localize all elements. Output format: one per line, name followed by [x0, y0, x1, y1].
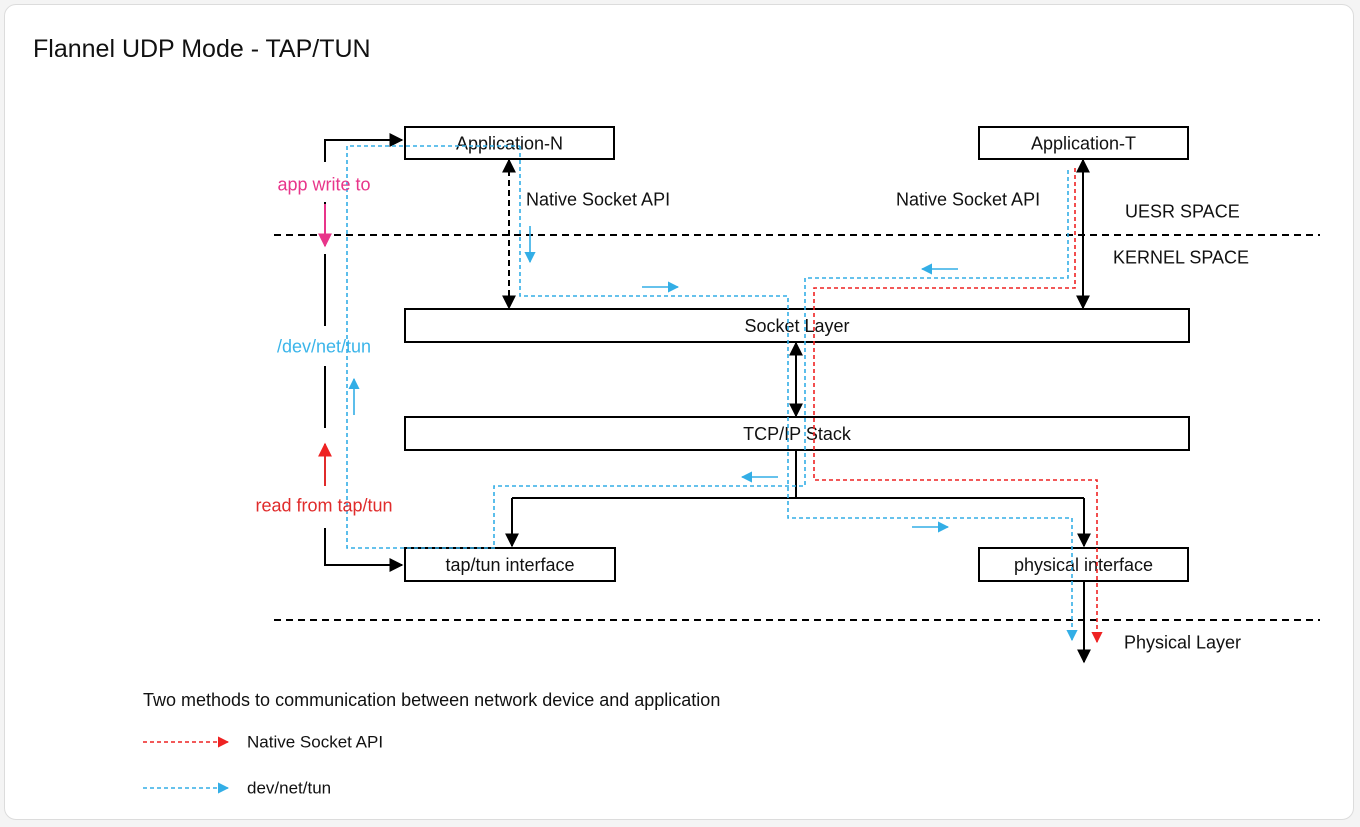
native-socket-api-left-label: Native Socket API — [526, 190, 670, 210]
physical-layer-label: Physical Layer — [1124, 633, 1241, 653]
user-space-label: UESR SPACE — [1125, 202, 1240, 222]
tun-path-app-n-down — [519, 146, 1078, 642]
dev-net-tun-label: /dev/net/tun — [277, 337, 371, 357]
native-socket-api-right-label: Native Socket API — [896, 190, 1040, 210]
user-loop-bottom — [324, 528, 404, 572]
kernel-space-label: KERNEL SPACE — [1113, 248, 1249, 268]
physical-interface-label: physical interface — [1014, 555, 1153, 575]
application-t-box: Application-T — [978, 126, 1189, 160]
page-title: Flannel UDP Mode - TAP/TUN — [33, 35, 371, 63]
tun-path-left-loop — [346, 145, 520, 549]
legend-dev-net-tun-label: dev/net/tun — [247, 779, 331, 798]
native-socket-path — [813, 168, 1103, 644]
tcpip-stack-label: TCP/IP Stack — [743, 424, 852, 444]
application-t-label: Application-T — [1031, 134, 1136, 154]
physical-interface-box: physical interface — [978, 547, 1189, 582]
legend-native-socket-label: Native Socket API — [247, 733, 383, 752]
socket-layer-label: Socket Layer — [744, 316, 849, 336]
tcpip-stack-box: TCP/IP Stack — [404, 416, 1190, 451]
tap-tun-interface-box: tap/tun interface — [404, 547, 616, 582]
legend-heading: Two methods to communication between net… — [143, 690, 720, 710]
tun-path-app-t-down — [493, 170, 1069, 548]
app-write-to-label: app write to — [277, 175, 370, 195]
user-loop-top — [324, 133, 404, 162]
read-from-tap-tun-label: read from tap/tun — [255, 496, 392, 516]
application-n-box: Application-N — [404, 126, 615, 160]
socket-layer-box: Socket Layer — [404, 308, 1190, 343]
application-n-label: Application-N — [456, 134, 563, 154]
legend: Two methods to communication between net… — [143, 690, 720, 798]
tap-tun-interface-label: tap/tun interface — [445, 555, 574, 575]
